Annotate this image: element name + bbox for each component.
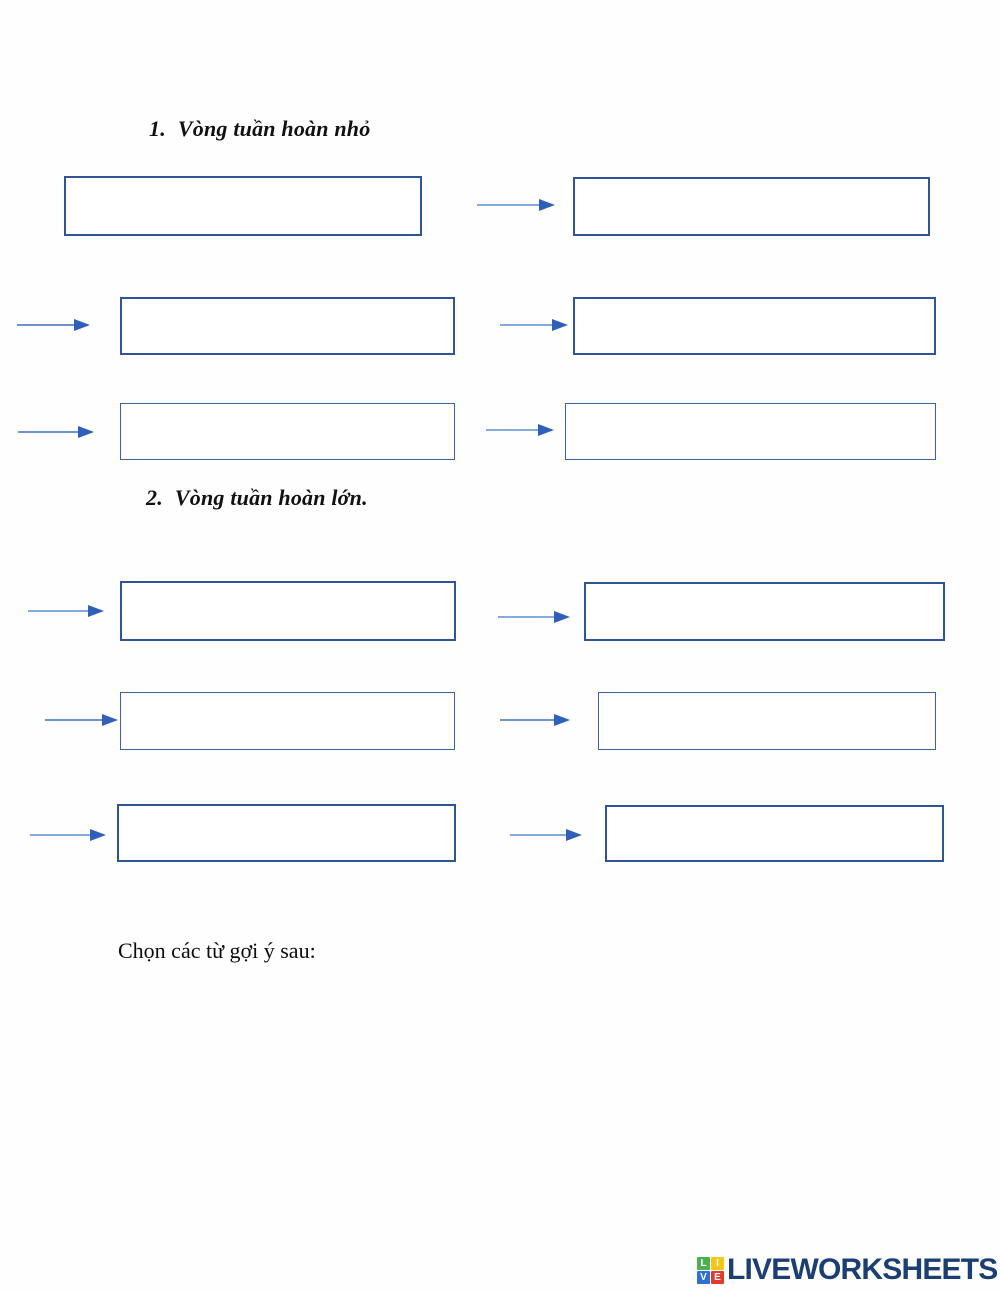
answer-box-s1-r3-left[interactable] (120, 403, 455, 460)
arrow-right-icon-s1-r3-mid (486, 422, 554, 438)
answer-box-s1-r1-right[interactable] (573, 177, 930, 236)
instruction-text: Chọn các từ gợi ý sau: (118, 938, 316, 963)
section-1-title: Vòng tuần hoàn nhỏ (177, 116, 371, 141)
answer-box-s1-r1-left[interactable] (64, 176, 422, 236)
arrow-right-icon-s1-r3-lead (18, 424, 94, 440)
answer-box-s1-r3-right[interactable] (565, 403, 936, 460)
section-2-number: 2. (146, 485, 163, 510)
logo-tile-i: I (711, 1256, 724, 1270)
arrow-right-icon-s2-r3-lead (30, 827, 106, 843)
section-2-title: Vòng tuần hoàn lớn. (174, 485, 368, 510)
logo-wordmark: LIVEWORKSHEETS (727, 1253, 998, 1286)
arrow-right-icon-s2-r1-mid (498, 609, 570, 625)
answer-box-s2-r2-right[interactable] (598, 692, 936, 750)
arrow-right-icon-s2-r3-mid (510, 827, 582, 843)
answer-box-s2-r3-left[interactable] (117, 804, 456, 862)
logo-tile-e: E (711, 1270, 724, 1284)
answer-box-s1-r2-left[interactable] (120, 297, 455, 355)
logo-tile-v: V (697, 1270, 710, 1284)
arrow-right-icon-s2-r1-lead (28, 603, 104, 619)
answer-box-s1-r2-right[interactable] (573, 297, 936, 355)
section-1-number: 1. (149, 116, 166, 141)
logo-tile-l: L (697, 1256, 710, 1270)
arrow-right-icon-s1-r2-lead (17, 317, 90, 333)
arrow-right-icon-s2-r2-lead (45, 712, 118, 728)
arrow-right-icon-s2-r2-mid (500, 712, 570, 728)
section-1-heading: 1. Vòng tuần hoàn nhỏ (149, 116, 370, 142)
answer-box-s2-r1-right[interactable] (584, 582, 945, 641)
answer-box-s2-r2-left[interactable] (120, 692, 455, 750)
answer-box-s2-r3-right[interactable] (605, 805, 944, 862)
liveworksheets-logo: L I V E LIVEWORKSHEETS (697, 1251, 998, 1289)
answer-box-s2-r1-left[interactable] (120, 581, 456, 641)
section-2-heading: 2. Vòng tuần hoàn lớn. (146, 485, 368, 511)
arrow-right-icon-s1-r2-mid (500, 317, 568, 333)
arrow-right-icon-s1-r1-mid (477, 197, 555, 213)
logo-tiles: L I V E (697, 1256, 724, 1284)
